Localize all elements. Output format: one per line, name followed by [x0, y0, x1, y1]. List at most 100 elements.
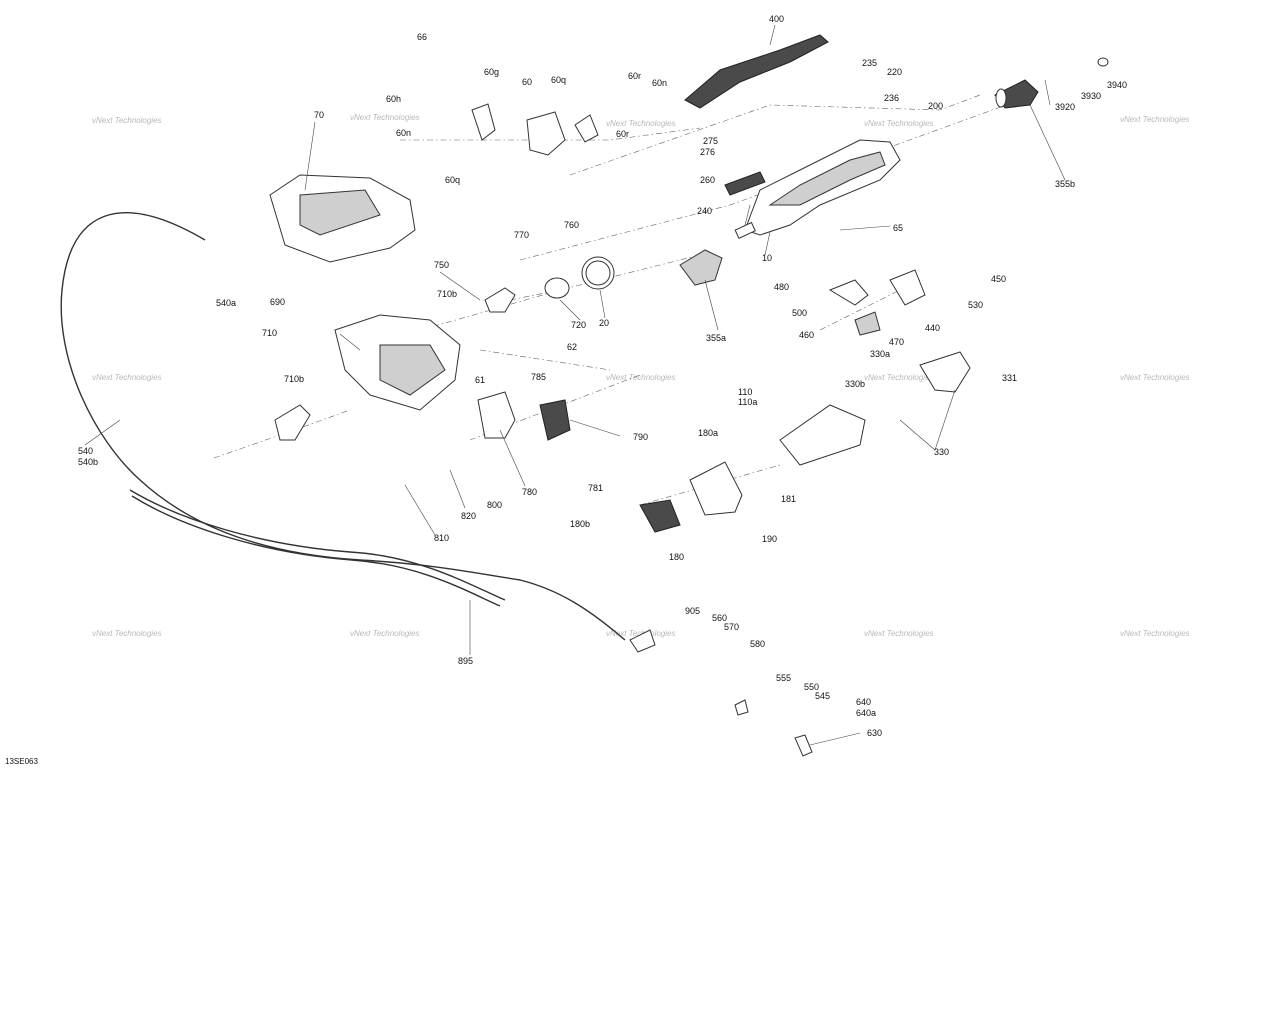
callout: 180a — [698, 428, 718, 438]
callout: 460 — [799, 330, 814, 340]
watermark: vNext Technologies — [1120, 629, 1190, 638]
callout: 450 — [991, 274, 1006, 284]
watermark: vNext Technologies — [864, 373, 934, 382]
callout: 770 — [514, 230, 529, 240]
cable-hose — [129, 489, 506, 601]
callout: 190 — [762, 534, 777, 544]
watermark: vNext Technologies — [606, 373, 676, 382]
fitting-555 — [734, 699, 749, 716]
lower-housing — [334, 314, 461, 411]
callout: 895 — [458, 656, 473, 666]
clamp-500 — [828, 279, 869, 306]
callout: 640a — [856, 708, 876, 718]
watermark: vNext Technologies — [606, 629, 676, 638]
callout: 10 — [762, 253, 772, 263]
bezel — [689, 461, 743, 516]
control-cable — [60, 212, 626, 641]
leader-lines — [84, 24, 1066, 746]
watermark: vNext Technologies — [92, 373, 162, 382]
callout: 180 — [669, 552, 684, 562]
callout: 276 — [700, 147, 715, 157]
watermark: vNext Technologies — [92, 629, 162, 638]
plate-470 — [854, 311, 881, 336]
lever-260 — [724, 171, 766, 196]
callout: 540b — [78, 457, 98, 467]
callout: 60n — [652, 78, 667, 88]
watermarks: vNext Technologies vNext Technologies vN… — [92, 113, 1190, 638]
bushing-750 — [484, 287, 516, 313]
callout: 540 — [78, 446, 93, 456]
callout: 240 — [697, 206, 712, 216]
callout: 60q — [551, 75, 566, 85]
cover-60r — [574, 114, 599, 143]
callout: 480 — [774, 282, 789, 292]
callout: 66 — [417, 32, 427, 42]
callout: 330 — [934, 447, 949, 457]
circuit-board — [639, 499, 681, 533]
watermark: vNext Technologies — [606, 119, 676, 128]
switch-body-60 — [526, 111, 566, 156]
callout: 60q — [445, 175, 460, 185]
adjuster-630 — [794, 734, 813, 757]
callout: 65 — [893, 223, 903, 233]
callout: 780 — [522, 487, 537, 497]
callout: 810 — [434, 533, 449, 543]
handlebar-assembly — [734, 139, 901, 239]
callout: 500 — [792, 308, 807, 318]
callout: 690 — [270, 297, 285, 307]
callout: 750 — [434, 260, 449, 270]
callout: 790 — [633, 432, 648, 442]
callout: 260 — [700, 175, 715, 185]
callout: 60 — [522, 77, 532, 87]
callout: 200 — [928, 101, 943, 111]
assembly-axes — [213, 94, 1021, 506]
bushing-710b — [274, 404, 311, 441]
switch-housing — [477, 391, 516, 439]
watermark: vNext Technologies — [864, 119, 934, 128]
callout: 110 — [738, 387, 752, 397]
ring-20-inner — [585, 260, 611, 286]
lever-60g — [471, 103, 496, 141]
callout: 3920 — [1055, 102, 1075, 112]
callout: 275 — [703, 136, 718, 146]
callout: 355a — [706, 333, 726, 343]
callout: 110a — [738, 397, 757, 407]
callout: 800 — [487, 500, 502, 510]
callout-labels: 66 60g 60h 60 60q 60r 60n 60n 60q 60r 70… — [78, 14, 1127, 738]
callout: 905 — [685, 606, 700, 616]
callout: 440 — [925, 323, 940, 333]
hand-guard — [919, 351, 971, 393]
watermark: vNext Technologies — [864, 629, 934, 638]
cover-panel — [779, 404, 866, 466]
callout: 235 — [862, 58, 877, 68]
switch-module — [539, 399, 571, 441]
diagram-reference-code: 13SE063 — [5, 757, 38, 766]
callout: 540a — [216, 298, 236, 308]
callout: 400 — [769, 14, 784, 24]
callout: 550 — [804, 682, 819, 692]
watermark: vNext Technologies — [350, 629, 420, 638]
callout: 181 — [781, 494, 796, 504]
cable-end-905 — [629, 629, 656, 653]
callout: 710 — [262, 328, 277, 338]
callout: 62 — [567, 342, 577, 352]
callout: 70 — [314, 110, 324, 120]
end-cap — [1097, 57, 1109, 67]
callout: 60r — [628, 71, 641, 81]
watermark: vNext Technologies — [1120, 115, 1190, 124]
callout: 555 — [776, 673, 791, 683]
callout: 710b — [284, 374, 304, 384]
bracket-440 — [889, 269, 926, 306]
callout: 630 — [867, 728, 882, 738]
callout: 330a — [870, 349, 890, 359]
callout: 3930 — [1081, 91, 1101, 101]
callout: 580 — [750, 639, 765, 649]
callout: 640 — [856, 697, 871, 707]
cable-hose-outer — [131, 495, 501, 607]
callout: 180b — [570, 519, 590, 529]
callout: 236 — [884, 93, 899, 103]
callout: 720 — [571, 320, 586, 330]
callout: 61 — [475, 375, 485, 385]
callout: 785 — [531, 372, 546, 382]
